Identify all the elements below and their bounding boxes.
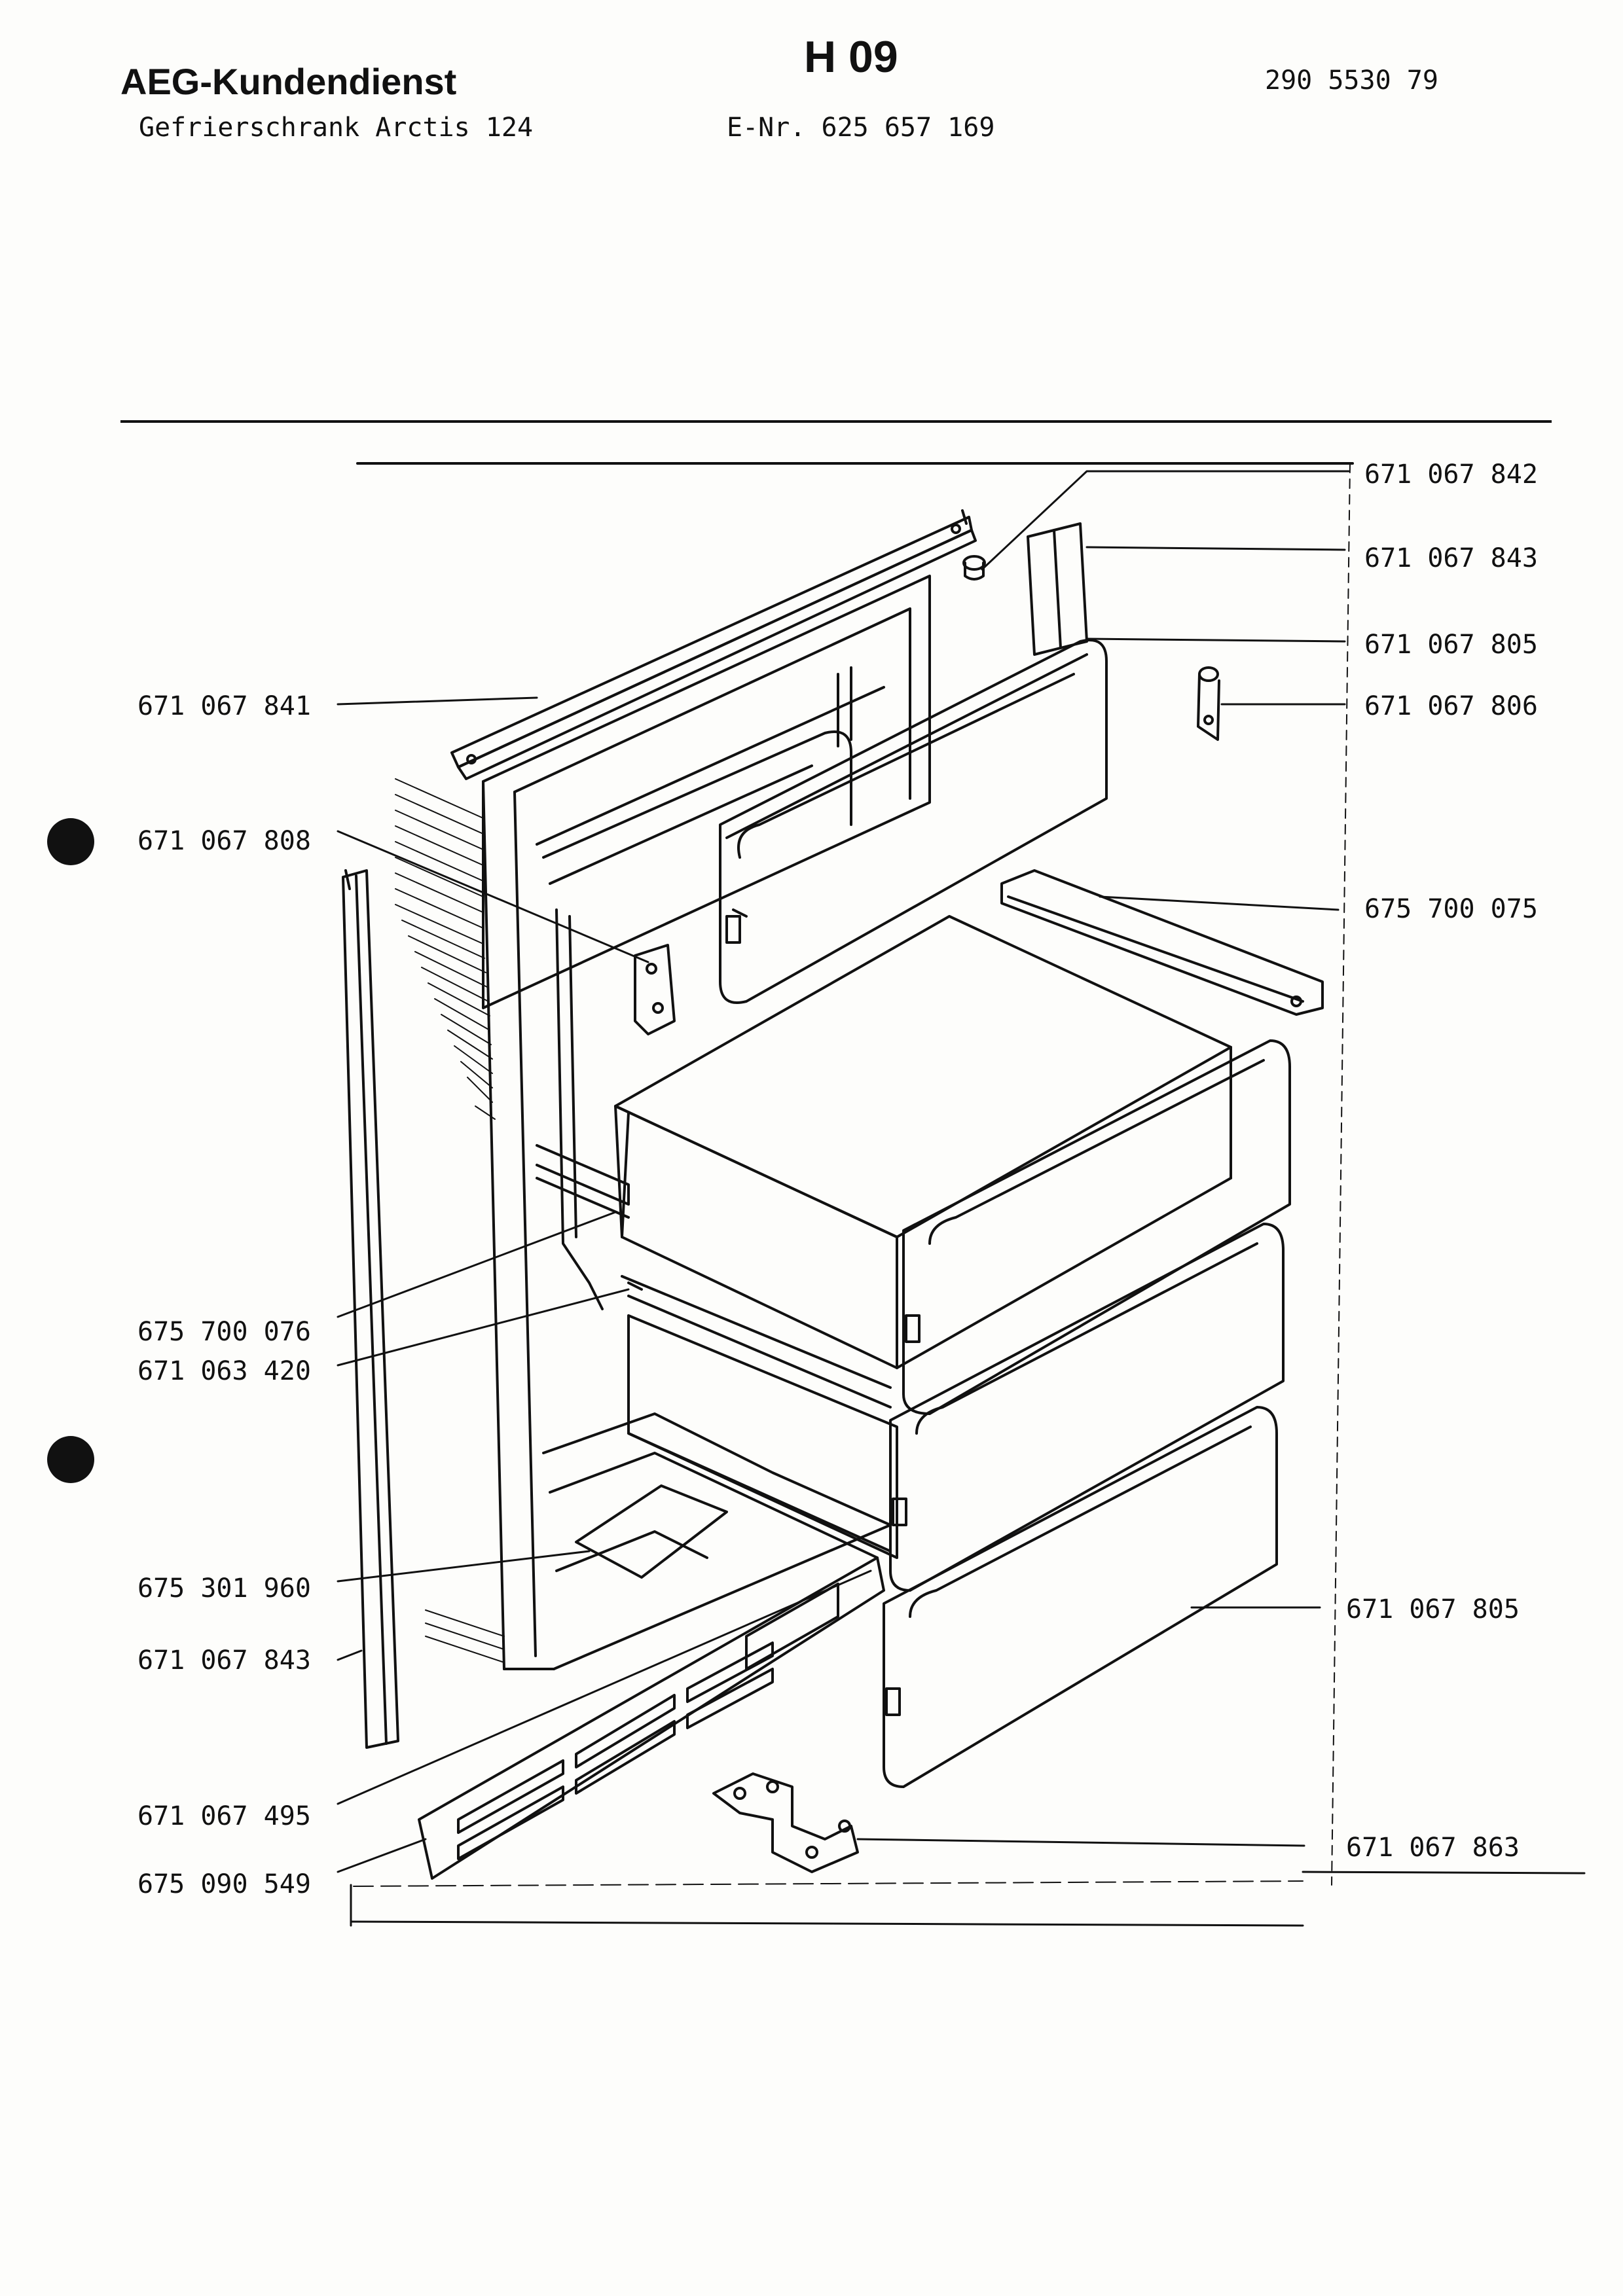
document-number: 290 5530 79 — [1265, 65, 1438, 96]
right-side-rail-part — [1000, 869, 1324, 1016]
left-upright-part — [342, 869, 399, 1749]
cabinet-body — [482, 575, 931, 1670]
punch-hole-lower — [47, 1436, 94, 1483]
right-upright-part — [1027, 522, 1088, 656]
part-labels: 671 067 842 671 067 843 671 067 805 671 … — [137, 459, 1538, 1899]
label-top-rail: 671 067 841 — [137, 691, 311, 721]
e-number: E-Nr. 625 657 169 — [727, 113, 995, 143]
label-floor-plate: 675 301 960 — [137, 1573, 311, 1604]
left-hinge-bracket-part — [634, 944, 676, 1035]
upper-wire-basket — [614, 915, 1232, 1369]
lower-wire-basket — [627, 1314, 898, 1559]
sheet-number: H 09 — [804, 32, 898, 82]
drawer-fronts-part — [883, 1039, 1291, 1788]
label-right-upright: 671 067 843 — [1364, 543, 1538, 573]
label-grille-panel: 675 090 549 — [137, 1869, 311, 1899]
label-lower-runner: 671 063 420 — [137, 1356, 311, 1386]
label-left-upright: 671 067 843 — [137, 1645, 311, 1676]
label-drawer-fronts: 671 067 805 — [1346, 1594, 1520, 1624]
header-rule — [120, 420, 1552, 423]
knob-part — [962, 555, 986, 581]
condenser-fins — [395, 778, 505, 1663]
floor-plate-part — [575, 1484, 728, 1579]
label-basket-runner: 675 700 076 — [137, 1317, 311, 1347]
brand-title: AEG-Kundendienst — [120, 61, 457, 102]
label-right-side-rail: 675 700 075 — [1364, 894, 1538, 924]
label-bottom-grille: 671 067 495 — [137, 1801, 311, 1831]
upper-flap-part — [719, 639, 1108, 1004]
label-top-right-knob: 671 067 842 — [1364, 459, 1538, 490]
right-hinge-bracket-part — [1197, 666, 1220, 741]
bottom-grille-part — [418, 1556, 885, 1880]
top-rail-part — [450, 509, 977, 780]
bottom-hinge-part — [712, 1772, 859, 1873]
label-right-hinge-bracket: 671 067 806 — [1364, 691, 1538, 721]
model-name: Gefrierschrank Arctis 124 — [139, 113, 534, 143]
label-left-hinge-bracket: 671 067 808 — [137, 826, 311, 856]
label-bottom-hinge: 671 067 863 — [1346, 1833, 1520, 1863]
punch-hole-upper — [47, 818, 94, 865]
leader-lines — [337, 470, 1350, 1873]
label-upper-flap: 671 067 805 — [1364, 630, 1538, 660]
